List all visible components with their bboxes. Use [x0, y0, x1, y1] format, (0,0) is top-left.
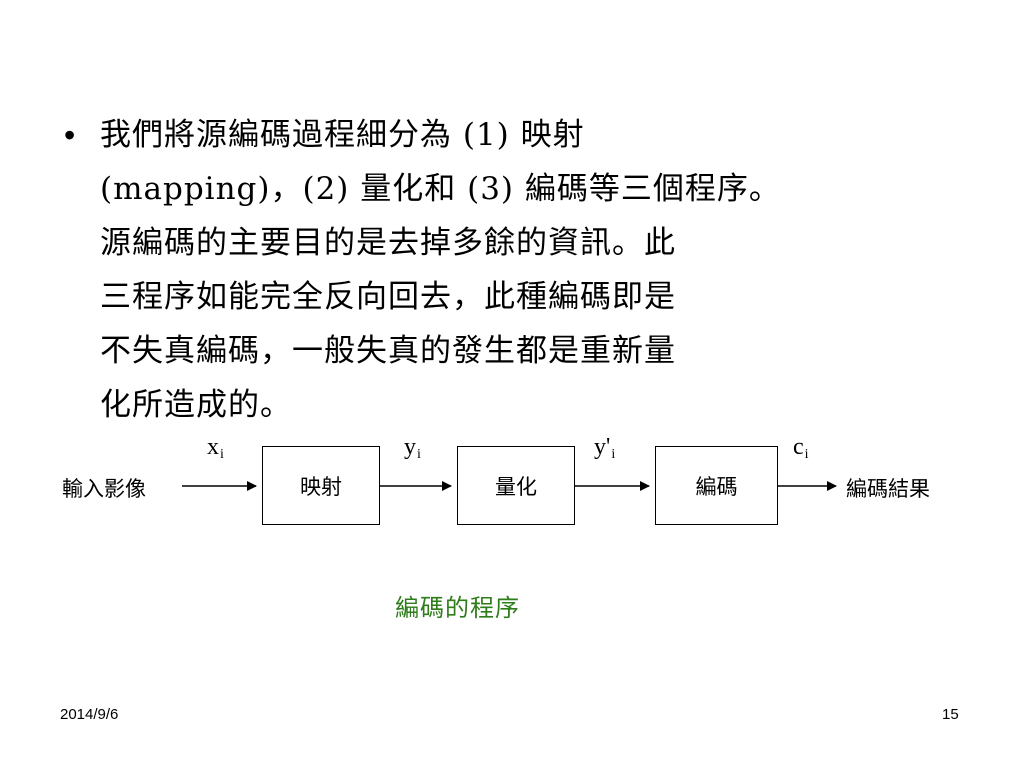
output-result-label: 編碼結果: [846, 477, 930, 501]
bullet-line: 化所造成的。: [100, 387, 292, 423]
footer-page-number: 15: [942, 706, 959, 723]
signal-x-label: xi: [207, 434, 224, 462]
encoding-block-label: 編碼: [695, 474, 738, 499]
signal-y-prime-label: y'i: [594, 434, 616, 462]
mapping-block-label: 映射: [300, 474, 342, 499]
encoding-block: 編碼: [655, 446, 778, 525]
bullet-text: 我們將源編碼過程細分為 (1) 映射 (mapping)，(2) 量化和 (3)…: [100, 108, 994, 432]
bullet-line: 源編碼的主要目的是去掉多餘的資訊。此: [100, 225, 676, 261]
diagram-caption: 編碼的程序: [395, 594, 520, 622]
input-image-label: 輸入影像: [62, 477, 146, 501]
signal-c-label: ci: [793, 434, 809, 462]
bullet-icon: •: [64, 117, 76, 153]
quantization-block: 量化: [457, 446, 575, 525]
bullet-block: • 我們將源編碼過程細分為 (1) 映射 (mapping)，(2) 量化和 (…: [64, 108, 994, 432]
footer-date: 2014/9/6: [60, 706, 119, 723]
signal-y-label: yi: [404, 434, 421, 462]
bullet-line: 我們將源編碼過程細分為 (1) 映射: [100, 117, 585, 153]
bullet-line: (mapping)，(2) 量化和 (3) 編碼等三個程序。: [100, 171, 781, 207]
quantization-block-label: 量化: [495, 474, 537, 499]
bullet-line: 三程序如能完全反向回去，此種編碼即是: [100, 279, 676, 315]
bullet-line: 不失真編碼，一般失真的發生都是重新量: [100, 333, 676, 369]
mapping-block: 映射: [262, 446, 380, 525]
